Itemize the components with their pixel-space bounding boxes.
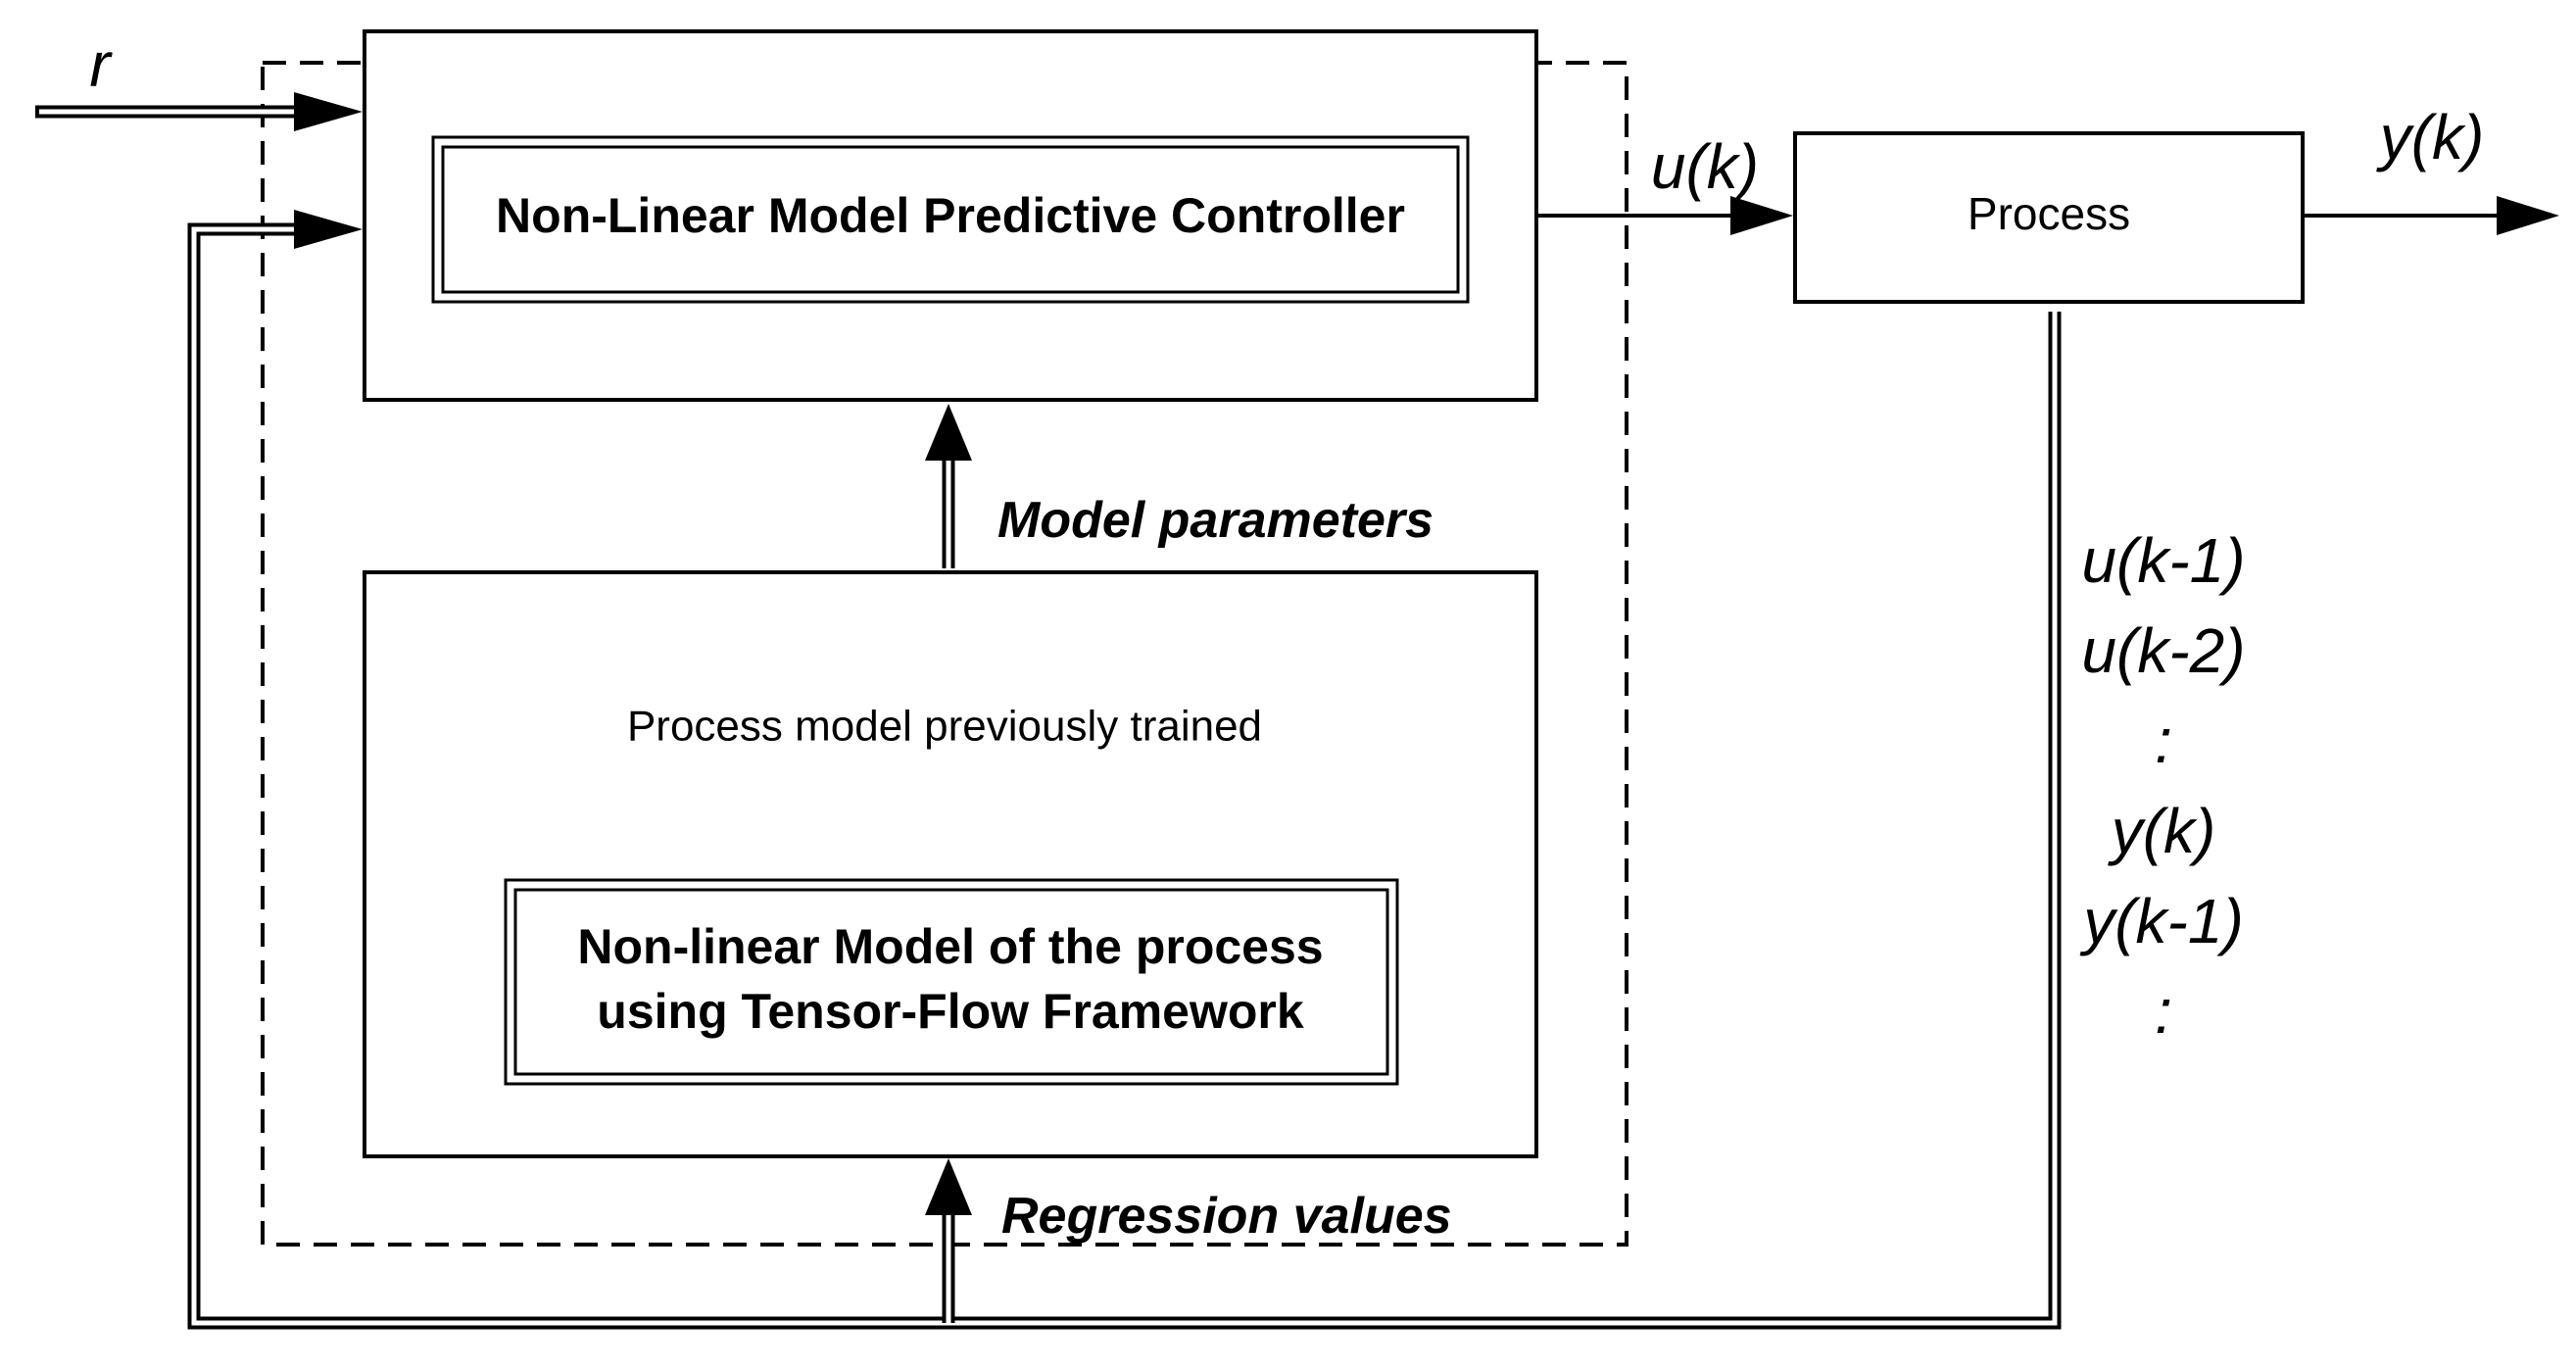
control-signal-label: u(k) [1651,131,1759,202]
process-label: Process [1968,188,2130,239]
model-parameters-arrowhead [925,404,972,461]
nn-model-frame-2 [513,888,1389,1076]
regressor-item: y(k-1) [2079,886,2244,956]
process-model-label: Process model previously trained [627,703,1262,751]
regressor-item: : [2155,976,2172,1047]
process-box [1793,131,2305,304]
process-model-box [363,570,1538,1158]
controller-inner-frame [431,135,1470,304]
regressor-item: u(k-2) [2081,615,2245,686]
controller-inner-frame-2 [441,145,1460,294]
regression-values-label: Regression values [1001,1188,1452,1245]
model-parameters-label: Model parameters [997,492,1434,549]
regressor-item: y(k) [2108,796,2216,866]
reference-arrow [35,92,363,131]
nn-model-label-line2: using Tensor-Flow Framework [597,984,1304,1039]
regressor-list: u(k-1) u(k-2) : y(k) y(k-1) : [2079,525,2245,1047]
controller-label: Non-Linear Model Predictive Controller [496,188,1405,243]
reference-label: r [89,29,113,100]
feedback-bus [187,222,2062,1330]
reference-arrowhead [294,92,363,131]
output-label: y(k) [2376,102,2485,172]
nn-model-label-line1: Non-linear Model of the process [577,919,1323,974]
control-signal-arrowhead [1730,196,1793,235]
nn-model-frame [504,878,1399,1086]
regressor-item: u(k-1) [2081,525,2245,596]
feedback-arrowhead [294,210,363,249]
regression-values-arrowhead [925,1158,972,1215]
regressor-item: : [2155,706,2172,776]
output-arrowhead [2497,196,2559,235]
